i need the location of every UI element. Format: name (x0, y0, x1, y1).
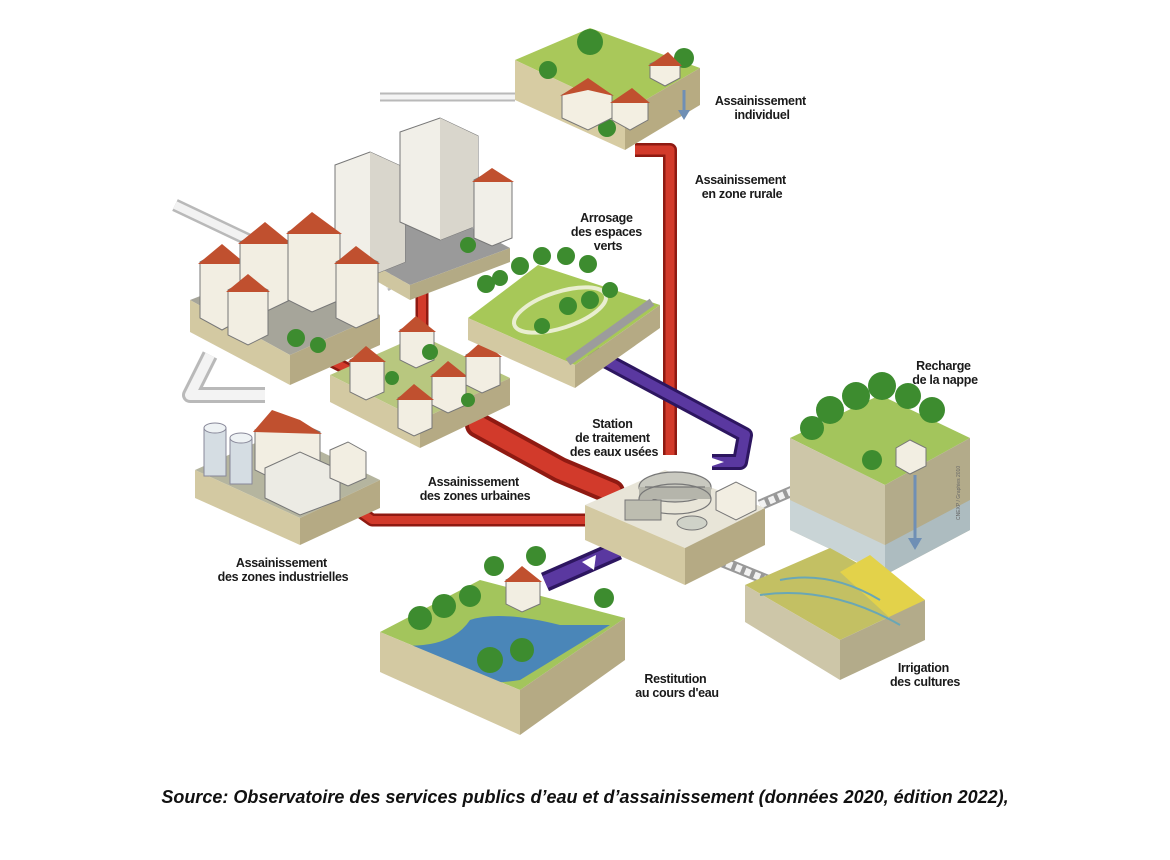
source-caption: Source: Observatoire des services public… (161, 787, 1009, 807)
label-groundwater-recharge: Recharge de la nappe (912, 359, 978, 387)
block-suburban-houses (330, 316, 510, 448)
label-rural-sanitation: Assainissement en zone rurale (695, 173, 789, 201)
label-individual-sanitation: Assainissement individuel (715, 94, 809, 122)
block-crop-irrigation (745, 548, 925, 680)
label-industrial-sanitation: Assainissement des zones industrielles (218, 556, 349, 584)
block-urban-houses (190, 212, 380, 385)
label-urban-sanitation: Assainissement des zones urbaines (420, 475, 531, 503)
block-groundwater-recharge: CNEXP / Graphies 2010 (790, 372, 970, 575)
label-river-restitution: Restitution au cours d'eau (635, 672, 719, 700)
block-industrial-zone (195, 410, 380, 545)
labels: Assainissement individuel Assainissement… (218, 94, 979, 700)
label-crop-irrigation: Irrigation des cultures (890, 661, 960, 689)
label-green-space-watering: Arrosage des espaces verts (571, 211, 645, 253)
block-individual-sanitation (515, 28, 700, 150)
label-treatment-station: Station de traitement des eaux usées (570, 417, 659, 459)
block-river-restitution (380, 546, 625, 735)
block-treatment-station (585, 470, 765, 585)
block-green-spaces (468, 247, 660, 388)
illustration-credit: CNEXP / Graphies 2010 (956, 466, 962, 520)
flow-arrows (582, 456, 724, 570)
